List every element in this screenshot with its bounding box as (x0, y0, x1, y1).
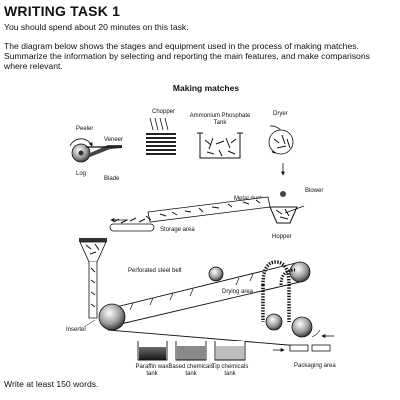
based-chemicals-tank: Based chemicals tank (168, 341, 214, 377)
belt-roller-upper-right-icon (289, 261, 311, 283)
storage-area-label: Storage area (160, 227, 195, 233)
hopper-label: Hopper (272, 234, 292, 240)
based-chemicals-label: Based chemicals (168, 364, 213, 370)
rotation-arrow-icon (69, 138, 93, 147)
splints-in-storage-icon (113, 215, 152, 224)
word-limit-note: Write at least 150 words. (4, 379, 99, 389)
inserter-label: Inserter (66, 327, 86, 333)
task-instructions: The diagram below shows the stages and e… (4, 41, 370, 72)
chopper-blades-icon (149, 117, 169, 131)
based-chemicals-label-2: tank (185, 371, 197, 377)
log-label: Log (76, 171, 86, 177)
belt-roller-small-icon (208, 266, 224, 282)
chopper-label: Chopper (152, 109, 175, 115)
chopper-stage: Chopper (146, 109, 176, 155)
blower-label: Blower (305, 188, 323, 194)
blower-hopper-stage: Blower Hopper (269, 188, 323, 240)
dryer-stage: Dryer (268, 111, 294, 176)
belt-lower-line (107, 329, 301, 347)
matchbox-icon (289, 344, 309, 352)
funnel-top-icon (79, 238, 107, 242)
paraffin-wax-tank: Paraffin wax tank (136, 341, 169, 377)
tip-chemicals-tank: Tip chemicals tank (212, 341, 248, 377)
steel-belt-label: Perforated steel belt (128, 268, 182, 274)
veneer-label: Veneer (104, 137, 123, 143)
peeler-label: Peeler (76, 126, 93, 132)
tip-chemicals-liquid-icon (216, 346, 244, 360)
splints-in-tank-icon (204, 137, 237, 157)
drying-area: Drying area (222, 260, 296, 322)
ammonium-tank-stage: Ammonium Phosphate Tank (190, 113, 251, 159)
drying-loop-icon (261, 260, 291, 322)
metal-duct: Metal duct (147, 196, 271, 223)
belt-roller-inner-icon (265, 313, 283, 331)
dryer-label: Dryer (273, 111, 288, 117)
tip-chemicals-label-2: tank (224, 371, 236, 377)
storage-area: Storage area (109, 215, 195, 233)
metal-duct-label: Metal duct (234, 196, 262, 202)
chemical-tanks: Paraffin wax tank Based chemicals tank T… (136, 341, 248, 377)
based-chemicals-liquid-icon (177, 346, 205, 360)
metal-duct-icon (147, 196, 271, 223)
belt-roller-lower-right-icon (291, 316, 313, 338)
steel-belt-loop: Perforated steel belt Drying area (98, 260, 334, 347)
storage-conveyor-icon (109, 223, 155, 232)
blade-icon (88, 145, 122, 157)
peeler-stage: Peeler Veneer Log Blade (69, 126, 123, 182)
task-heading: WRITING TASK 1 (4, 3, 121, 19)
diagram-title: Making matches (173, 83, 239, 93)
paraffin-tank-label: Paraffin wax (136, 364, 169, 370)
belt-upper-line (111, 261, 301, 309)
ammonium-tank-label-2: Tank (214, 120, 228, 126)
ammonium-tank-icon (199, 133, 241, 159)
ammonium-tank-label: Ammonium Phosphate (190, 113, 251, 119)
matchbox-icon-2 (311, 344, 331, 352)
tip-chemicals-label: Tip chemicals (212, 364, 248, 370)
paraffin-tank-label-2: tank (146, 371, 158, 377)
inserter-funnel: Inserter (66, 238, 107, 333)
log-core-icon (78, 150, 84, 156)
paraffin-wax-liquid-icon (139, 347, 166, 360)
splints-on-belt-icon (129, 273, 254, 311)
splints-in-duct-icon (159, 199, 261, 217)
time-note: You should spend about 20 minutes on thi… (4, 22, 189, 32)
belt-roller-left-icon (98, 303, 126, 331)
packaging-area: Packaging area (273, 344, 336, 369)
blower-icon (280, 191, 286, 197)
funnel-icon (79, 241, 107, 263)
veneer-stack-icon (146, 133, 176, 155)
blade-label: Blade (104, 176, 120, 182)
hopper-icon (269, 206, 298, 224)
dryer-drum-icon (268, 129, 294, 155)
drying-area-label: Drying area (222, 289, 254, 295)
packaging-area-label: Packaging area (294, 363, 336, 369)
